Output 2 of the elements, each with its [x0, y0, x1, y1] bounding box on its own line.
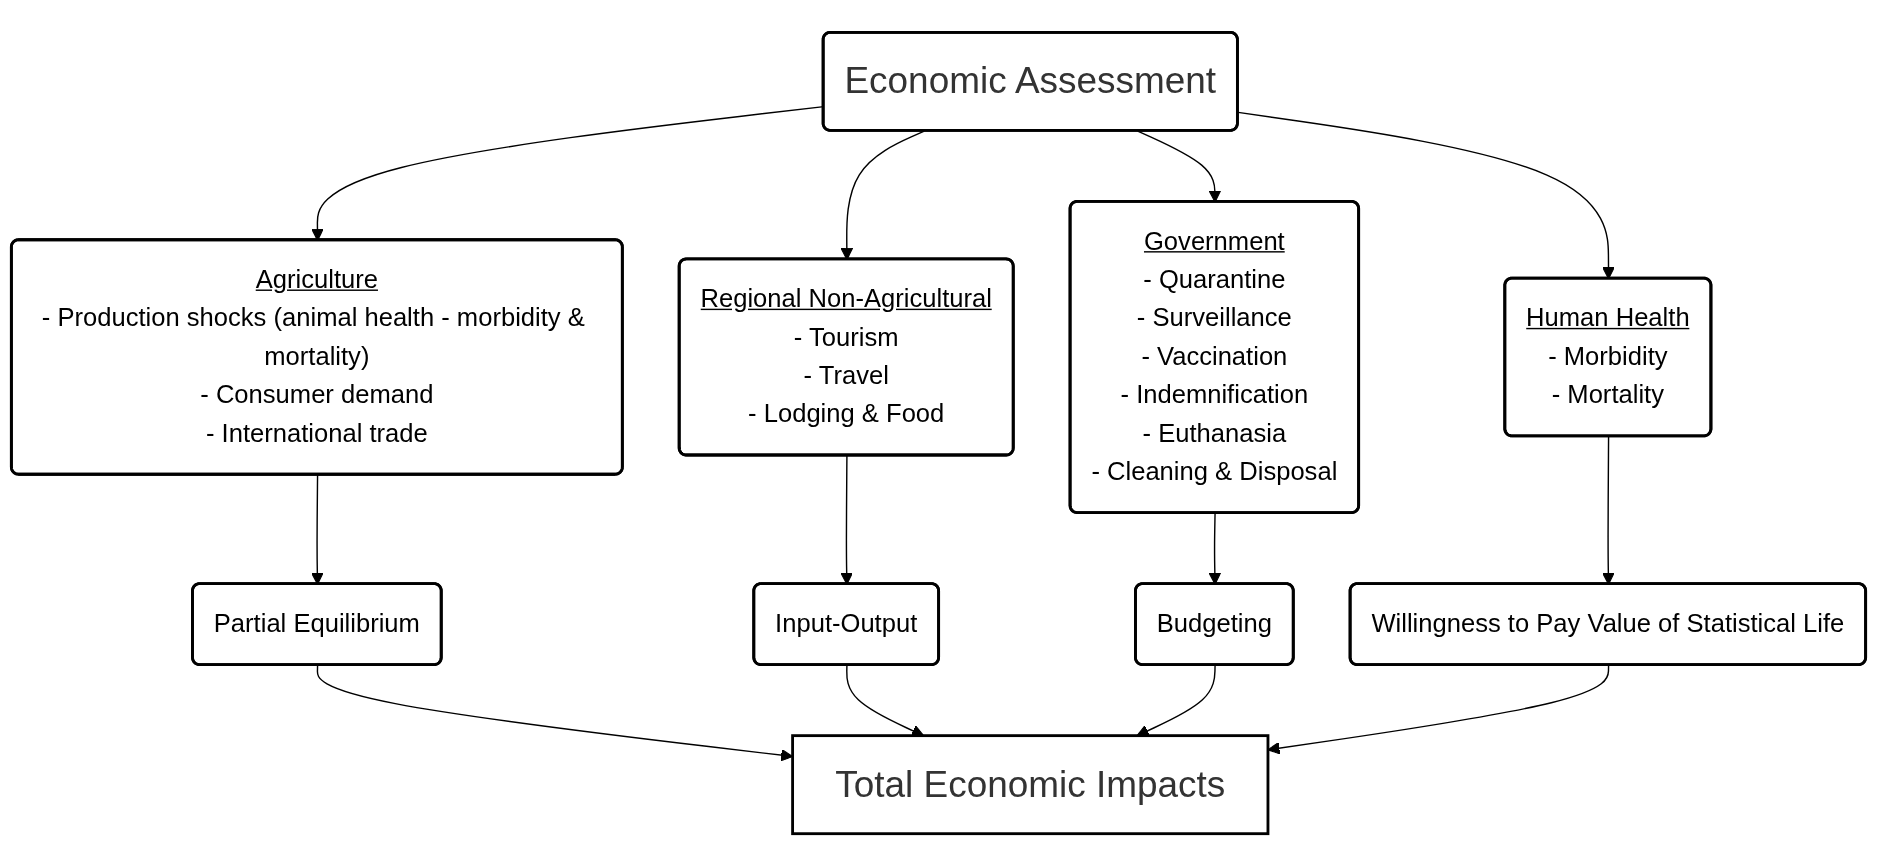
node-box: Total Economic Impacts [791, 734, 1270, 836]
arrow [1267, 664, 1610, 755]
